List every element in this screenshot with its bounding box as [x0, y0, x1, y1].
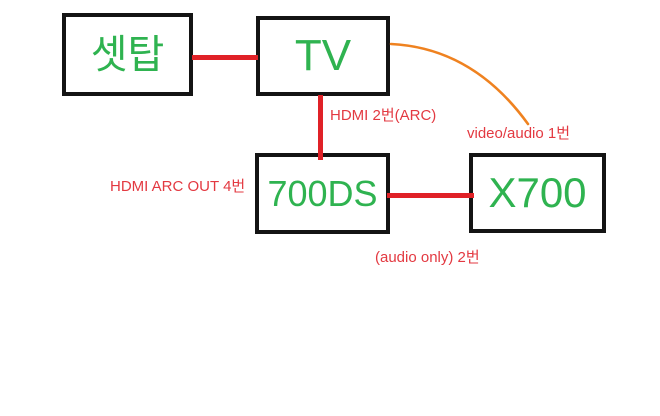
label-audio-only-2: (audio only) 2번 — [375, 249, 480, 266]
node-tv-label: TV — [294, 31, 352, 80]
node-tv-box: TV — [256, 16, 390, 96]
cable-700ds-to-x700 — [387, 193, 474, 198]
node-x700-label: X700 — [488, 169, 587, 216]
node-settop-label: 셋탑 — [90, 32, 165, 77]
node-x700-box: X700 — [469, 153, 606, 233]
label-video-audio-1: video/audio 1번 — [467, 125, 571, 142]
node-700ds-box: 700DS — [255, 153, 390, 234]
cable-tv-to-700ds — [318, 95, 323, 160]
label-hdmi-arc-out-4: HDMI ARC OUT 4번 — [110, 178, 246, 195]
node-700ds-label: 700DS — [267, 172, 378, 214]
cable-settop-to-tv — [192, 55, 258, 60]
node-settop-box: 셋탑 — [62, 13, 193, 96]
label-hdmi-2-arc: HDMI 2번(ARC) — [330, 107, 437, 124]
